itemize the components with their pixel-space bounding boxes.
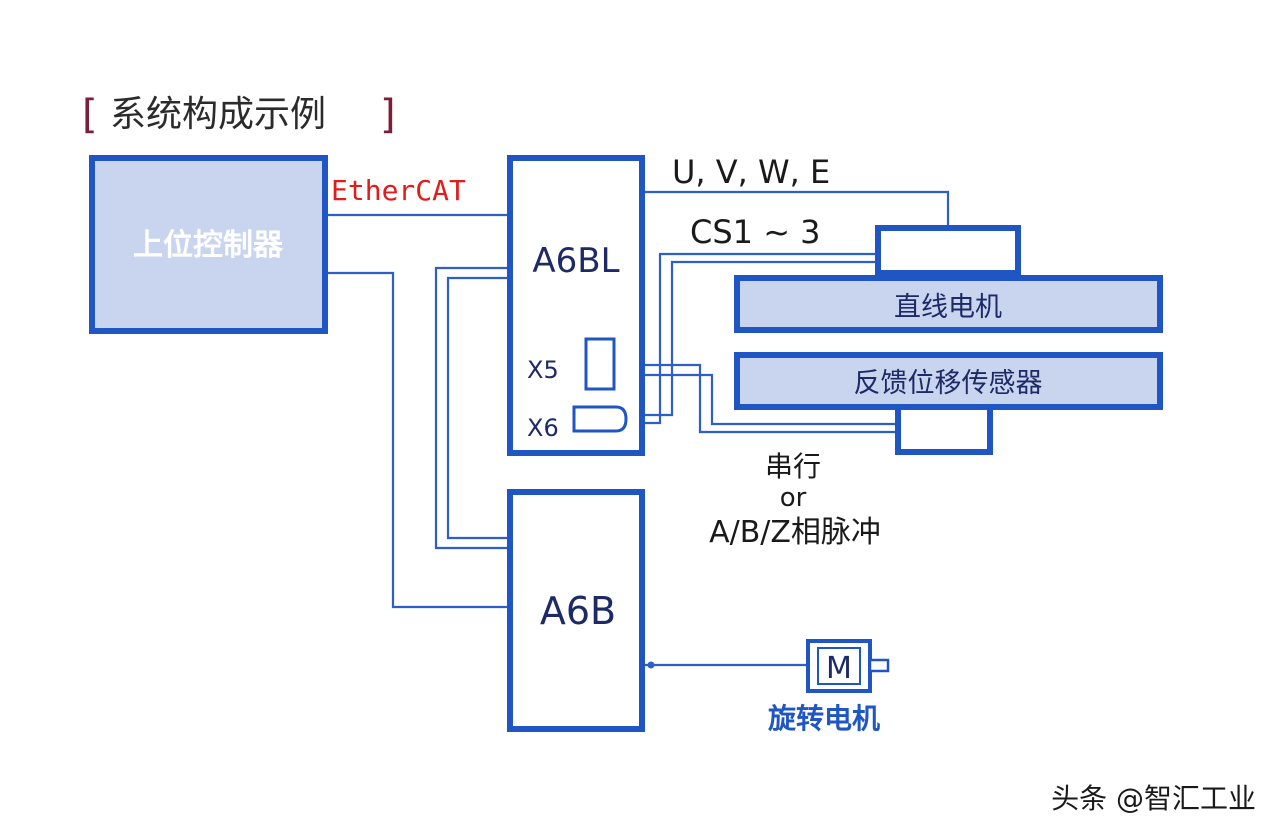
port-x6-label: X6 (527, 414, 559, 442)
hall-wire-inner (624, 260, 878, 417)
rotary-motor-inner (817, 647, 861, 685)
host-controller: 上位控制器 (89, 155, 328, 334)
linear-motor-mover (875, 225, 1021, 276)
title-bracket-close: ] (380, 92, 396, 138)
ethercat-label: EtherCAT (331, 174, 466, 207)
feedback-sensor-scale (734, 352, 1163, 410)
host-controller-label: 上位控制器 (133, 228, 284, 263)
linear-motor-label: 直线电机 (894, 292, 1002, 323)
rotary-motor: M 旋转电机 (768, 639, 890, 735)
driver-a6b-box (507, 489, 645, 732)
feedback-signal-note: 串行 or A/B/Z相脉冲 (709, 450, 881, 550)
title-text: 系统构成示例 (110, 94, 326, 135)
linear-motor: 直线电机 (734, 225, 1163, 333)
driver-a6b-label: A6B (540, 589, 616, 633)
watermark-text: 头条 @智汇工业 (1051, 782, 1256, 815)
port-x5-label: X5 (527, 356, 559, 384)
motor-wire-junction (647, 661, 655, 669)
driver-a6bl-box (507, 155, 645, 456)
feedback-sensor-head (895, 404, 993, 455)
rotary-motor-label: 旋转电机 (768, 702, 880, 735)
feedback-wire-outer (612, 363, 898, 434)
feedback-signal-line1: 串行 (765, 450, 821, 483)
power-lines-label: U, V, W, E (672, 153, 830, 191)
feedback-sensor: 反馈位移传感器 (734, 352, 1163, 455)
rotary-motor-symbol: M (826, 651, 852, 686)
port-x6-connector (572, 405, 628, 433)
daisy-chain-wire-inner (446, 276, 510, 540)
feedback-sensor-label: 反馈位移传感器 (854, 368, 1043, 399)
hall-lines-label: CS1 ~ 3 (690, 213, 821, 251)
feedback-wire-inner (612, 373, 898, 426)
driver-a6bl-label: A6BL (532, 241, 619, 281)
diagram-title: [ 系统构成示例 ] (82, 92, 396, 138)
driver-a6bl: A6BL X5 X6 (507, 155, 645, 456)
linear-motor-stator (734, 275, 1163, 333)
driver-a6b: A6B (507, 489, 645, 732)
port-x5-connector (584, 337, 616, 391)
title-bracket-open: [ (82, 92, 98, 138)
daisy-chain-wire-outer (434, 266, 510, 550)
host-controller-box (89, 155, 328, 334)
feedback-signal-line3: A/B/Z相脉冲 (709, 515, 881, 550)
controller-to-a6b-wire (325, 271, 510, 609)
rotary-motor-shaft (868, 658, 890, 673)
feedback-signal-line2: or (780, 483, 807, 513)
power-wire (642, 190, 950, 228)
